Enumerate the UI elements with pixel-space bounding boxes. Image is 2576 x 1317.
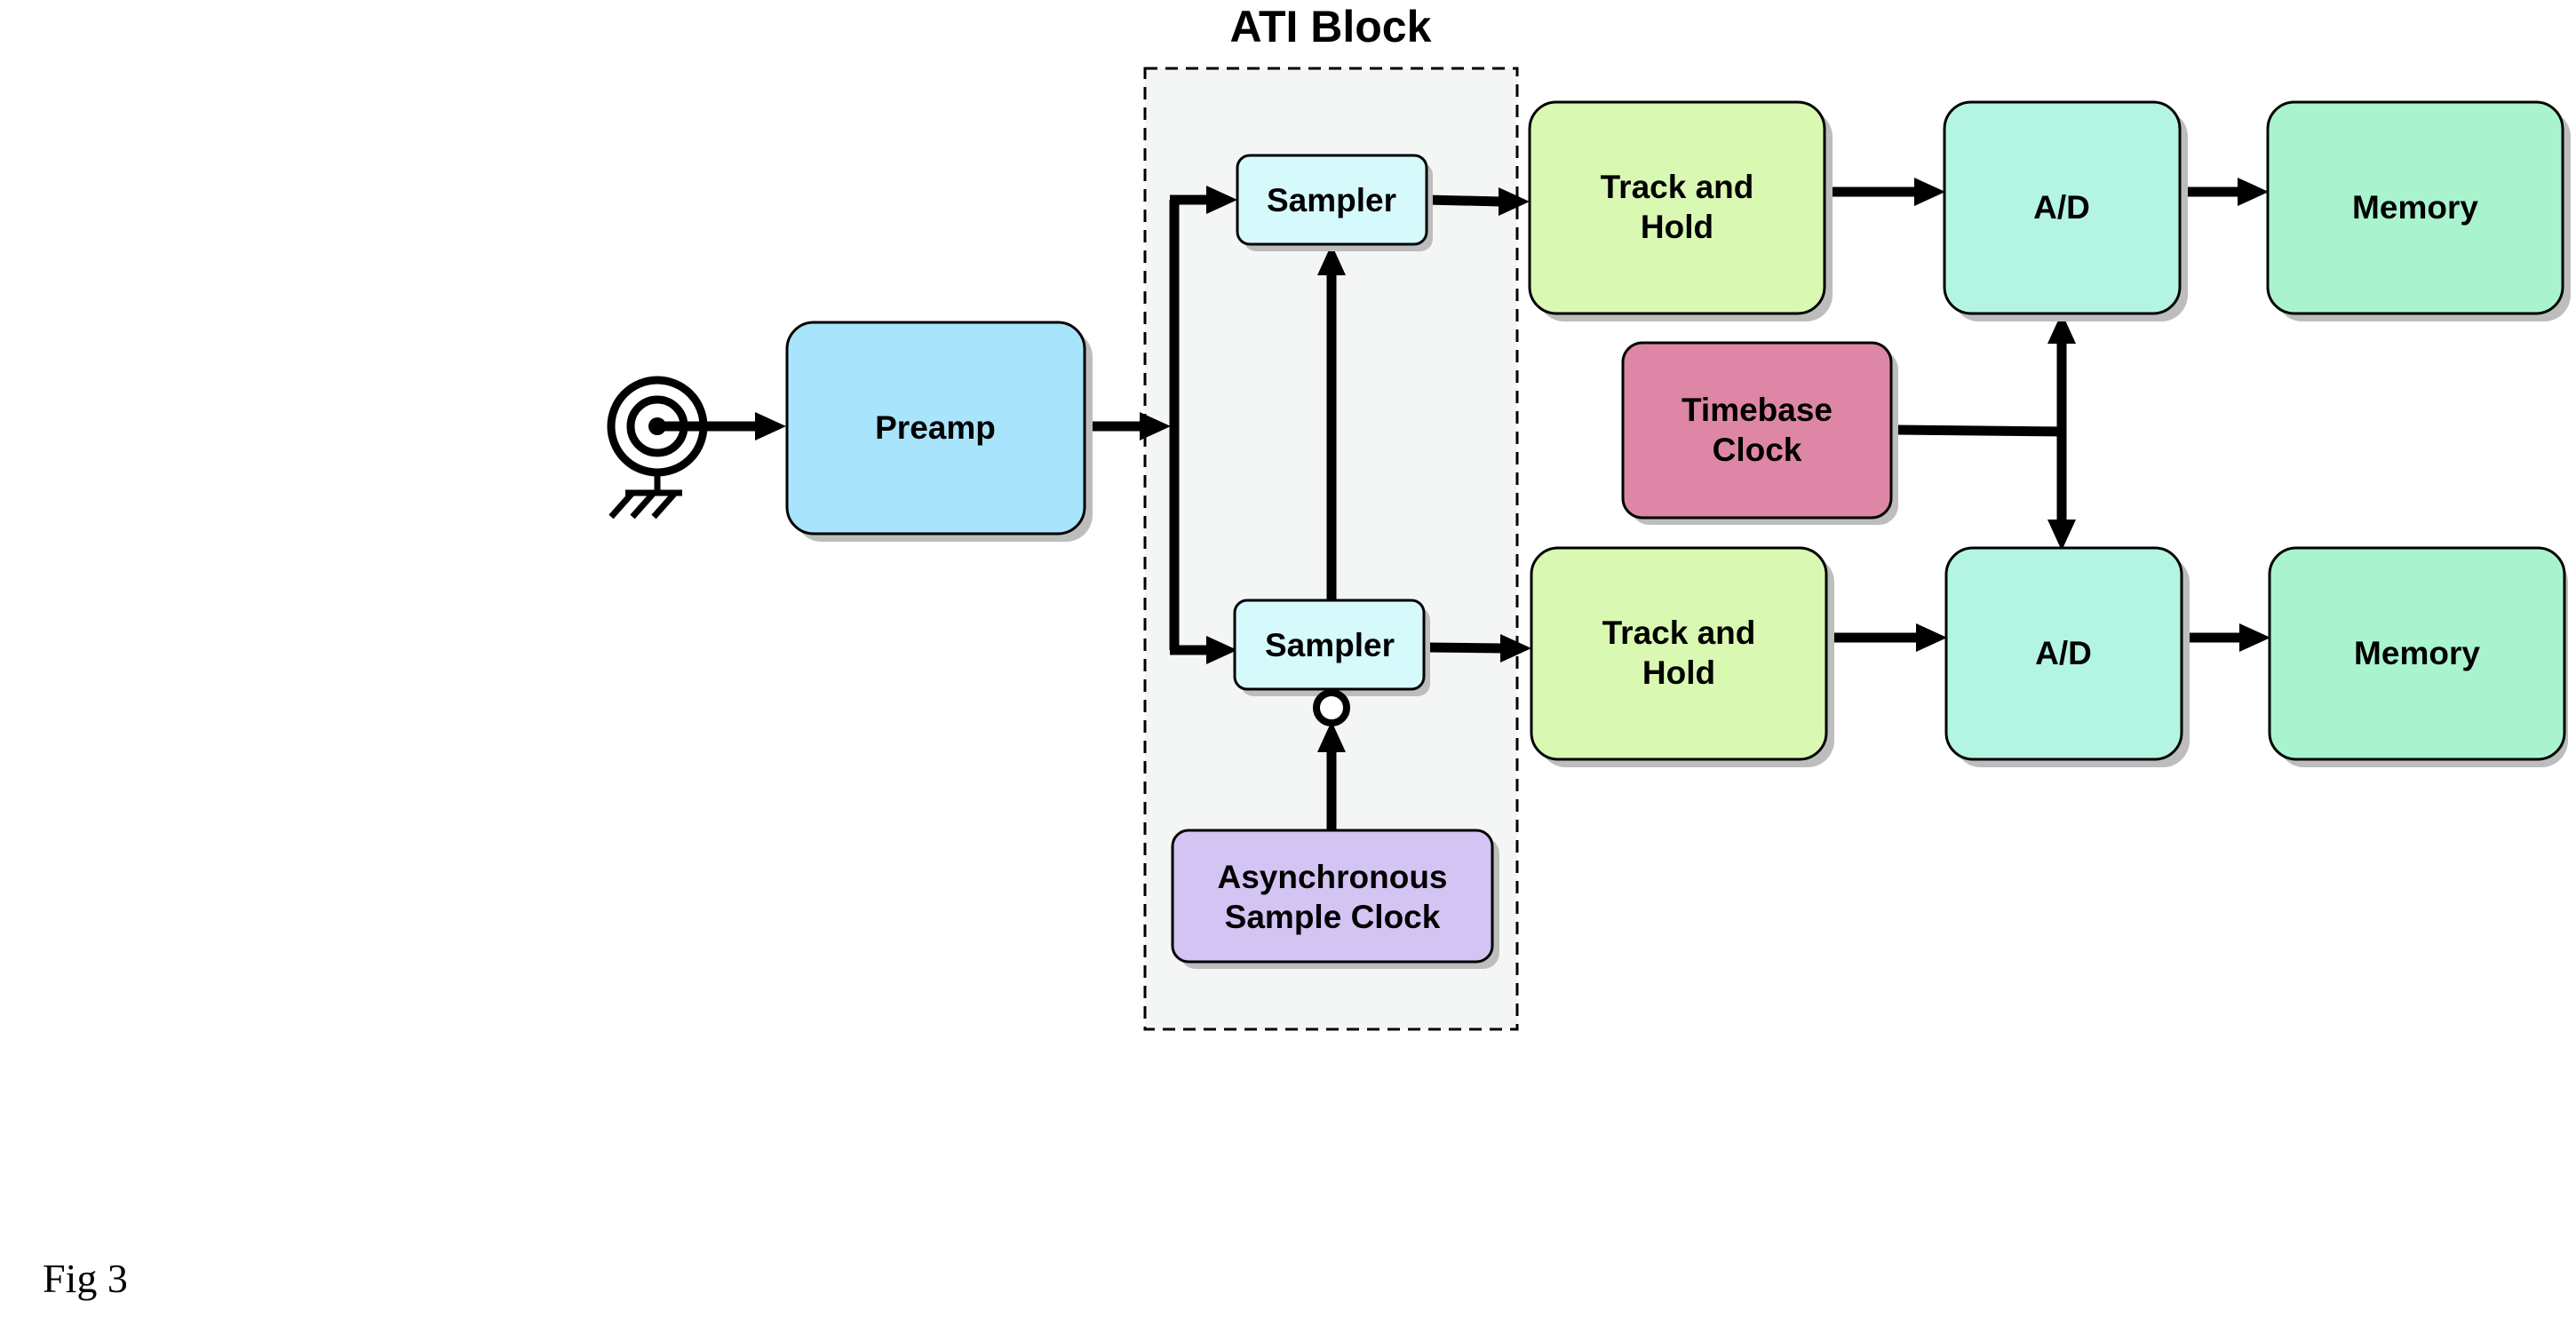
antenna-icon: [607, 376, 708, 520]
sampler-bottom-block: Sampler: [1233, 599, 1430, 696]
sampler-bottom-label: Sampler: [1265, 627, 1395, 663]
memory-bottom-block: Memory: [2268, 546, 2568, 767]
sampler-top-label: Sampler: [1267, 182, 1396, 218]
timebase-label-line2: Clock: [1713, 432, 1802, 468]
timebase-clock-block: Timebase Clock: [1621, 341, 1898, 525]
figure-caption: Fig 3: [43, 1256, 128, 1301]
memory-top-block: Memory: [2266, 100, 2571, 321]
inversion-bubble-icon: [1313, 689, 1350, 726]
ad-converter-top-block: A/D: [1943, 100, 2188, 321]
async-sample-clock-block: Asynchronous Sample Clock: [1171, 829, 1499, 969]
track-and-hold-top-block: Track and Hold: [1528, 100, 1833, 321]
arrow-sampler-bottom-to-th: [1427, 642, 1504, 654]
track-hold-bottom-label-line1: Track and: [1602, 615, 1756, 651]
track-hold-top-label-line2: Hold: [1641, 209, 1713, 245]
memory-top-label: Memory: [2352, 189, 2478, 226]
track-hold-bottom-label-line2: Hold: [1642, 655, 1715, 691]
ati-block-title: ATI Block: [1230, 2, 1432, 52]
memory-bottom-label: Memory: [2354, 635, 2480, 671]
preamp-block: Preamp: [785, 321, 1093, 542]
timebase-link: [1894, 424, 2067, 437]
async-clock-label-line2: Sample Clock: [1225, 899, 1441, 935]
arrow-sampler-top-to-th: [1427, 194, 1502, 207]
connectors: [657, 178, 2270, 830]
timebase-label-line1: Timebase: [1682, 392, 1833, 428]
track-hold-top-label-line1: Track and: [1601, 169, 1754, 205]
ad-top-label: A/D: [2033, 189, 2090, 226]
ad-converter-bottom-block: A/D: [1944, 546, 2190, 767]
preamp-label: Preamp: [875, 409, 996, 446]
async-clock-label-line1: Asynchronous: [1217, 859, 1447, 895]
track-and-hold-bottom-block: Track and Hold: [1530, 546, 1834, 767]
ad-bottom-label: A/D: [2035, 635, 2092, 671]
sampler-top-block: Sampler: [1236, 154, 1433, 251]
